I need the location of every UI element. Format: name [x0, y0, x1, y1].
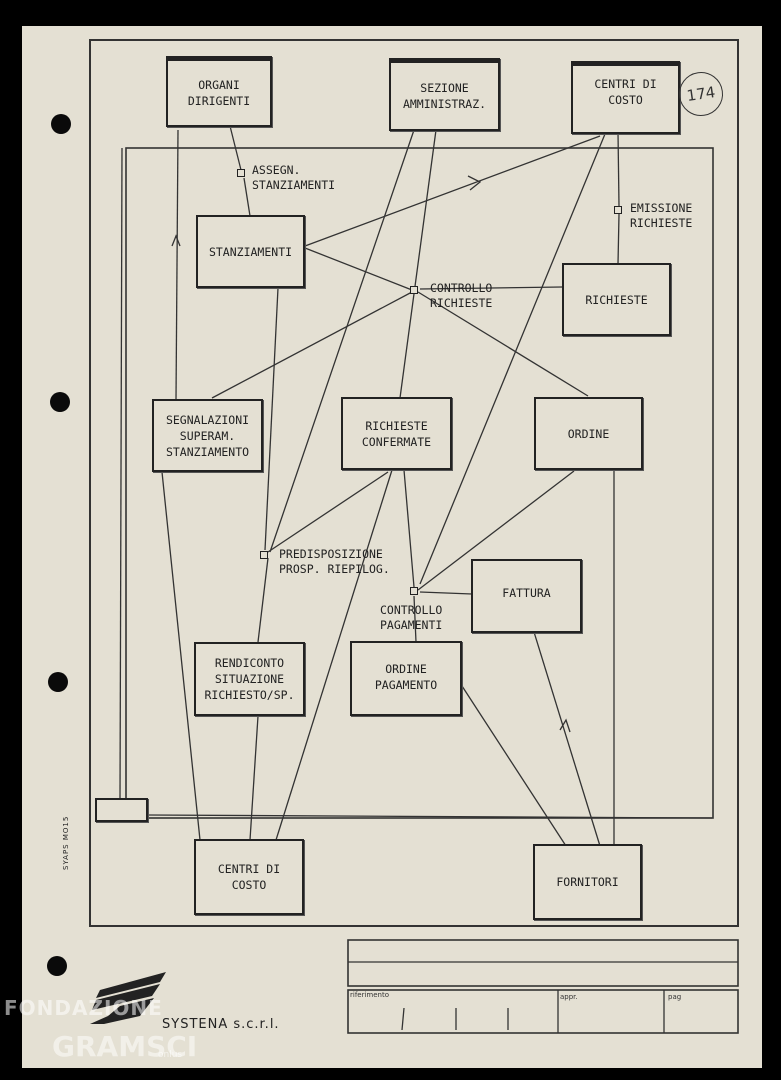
- box-ordine-pagamento: ORDINE PAGAMENTO: [350, 641, 462, 716]
- box-segnalazioni: SEGNALAZIONI SUPERAM. STANZIAMENTO: [152, 399, 263, 472]
- title-block-riferimento: riferimento: [350, 991, 390, 999]
- box-sezione-amministraz: SEZIONE AMMINISTRAZ.: [389, 58, 500, 131]
- flow-line: [119, 147, 123, 799]
- box-fattura: FATTURA: [471, 559, 582, 633]
- flow-line: [275, 469, 393, 841]
- box-richieste: RICHIESTE: [562, 263, 671, 336]
- process-node: [410, 587, 418, 595]
- box-centri-di-costo-top: CENTRI DI COSTO: [571, 61, 680, 134]
- title-block-appr: appr.: [560, 993, 578, 1001]
- title-block-rule: [401, 1007, 405, 1031]
- connector-box: [95, 798, 148, 822]
- flow-line: [399, 129, 437, 399]
- box-rendiconto: RENDICONTO SITUAZIONE RICHIESTO/SP.: [194, 642, 305, 716]
- box-stanziamenti: STANZIAMENTI: [196, 215, 305, 288]
- flow-line: [304, 135, 601, 247]
- process-label-emissione: EMISSIONE RICHIESTE: [630, 201, 693, 230]
- arrow-head: [171, 234, 181, 247]
- flow-line: [461, 685, 567, 847]
- flow-line: [403, 469, 415, 588]
- watermark-line1: FONDAZIONE: [4, 996, 163, 1020]
- title-block-top: [347, 939, 739, 987]
- systena-logo: [90, 972, 166, 1024]
- flow-line: [161, 471, 201, 841]
- process-label-controllo-richieste: CONTROLLO RICHIESTE: [430, 281, 493, 310]
- title-block-bottom: [347, 989, 739, 1034]
- process-label-assegn: ASSEGN. STANZIAMENTI: [252, 163, 336, 192]
- flow-line: [419, 591, 473, 595]
- watermark-line2: GRAMSCI: [52, 1030, 198, 1063]
- box-centri-di-costo-bottom: CENTRI DI COSTO: [194, 839, 304, 915]
- flow-line: [417, 291, 589, 397]
- flow-line: [249, 715, 259, 841]
- flow-line: [243, 177, 251, 217]
- flow-line: [147, 814, 713, 819]
- process-label-controllo-pagamenti: CONTROLLO PAGAMENTI: [380, 603, 443, 632]
- flow-line: [175, 129, 179, 401]
- flow-line: [419, 286, 563, 290]
- flow-line: [617, 213, 620, 265]
- flow-line: [617, 131, 620, 207]
- outer-frame: [89, 39, 739, 927]
- flow-line: [257, 557, 269, 643]
- process-node: [410, 286, 418, 294]
- flow-line: [211, 291, 413, 399]
- process-node: [237, 169, 245, 177]
- inner-frame: [125, 147, 714, 819]
- flow-line: [417, 470, 575, 591]
- box-organi-dirigenti: ORGANI DIRIGENTI: [166, 56, 272, 127]
- box-ordine: ORDINE: [534, 397, 643, 470]
- arrow-head: [559, 718, 571, 733]
- binder-hole: [51, 114, 71, 134]
- process-node: [614, 206, 622, 214]
- title-block-pag: pag: [668, 993, 682, 1001]
- flow-line: [419, 133, 606, 585]
- flow-line: [533, 631, 601, 847]
- box-fornitori: FORNITORI: [533, 844, 642, 920]
- binder-hole: [50, 392, 70, 412]
- binder-hole: [48, 672, 68, 692]
- process-label-predisposizione: PREDISPOSIZIONE PROSP. RIEPILOG.: [279, 547, 390, 576]
- flow-line: [413, 595, 417, 643]
- flow-line: [304, 247, 413, 291]
- watermark-line3: onlus: [158, 1050, 183, 1060]
- form-code: SYAPS MO15: [62, 815, 70, 870]
- flow-line: [264, 287, 279, 551]
- company-name: SYSTENA s.c.r.l.: [162, 1017, 280, 1032]
- flow-line: [269, 129, 415, 553]
- arrow-head: [467, 175, 482, 191]
- flow-line: [229, 125, 242, 171]
- process-node: [260, 551, 268, 559]
- binder-hole: [47, 956, 67, 976]
- flow-line: [267, 471, 389, 553]
- box-richieste-confermate: RICHIESTE CONFERMATE: [341, 397, 452, 470]
